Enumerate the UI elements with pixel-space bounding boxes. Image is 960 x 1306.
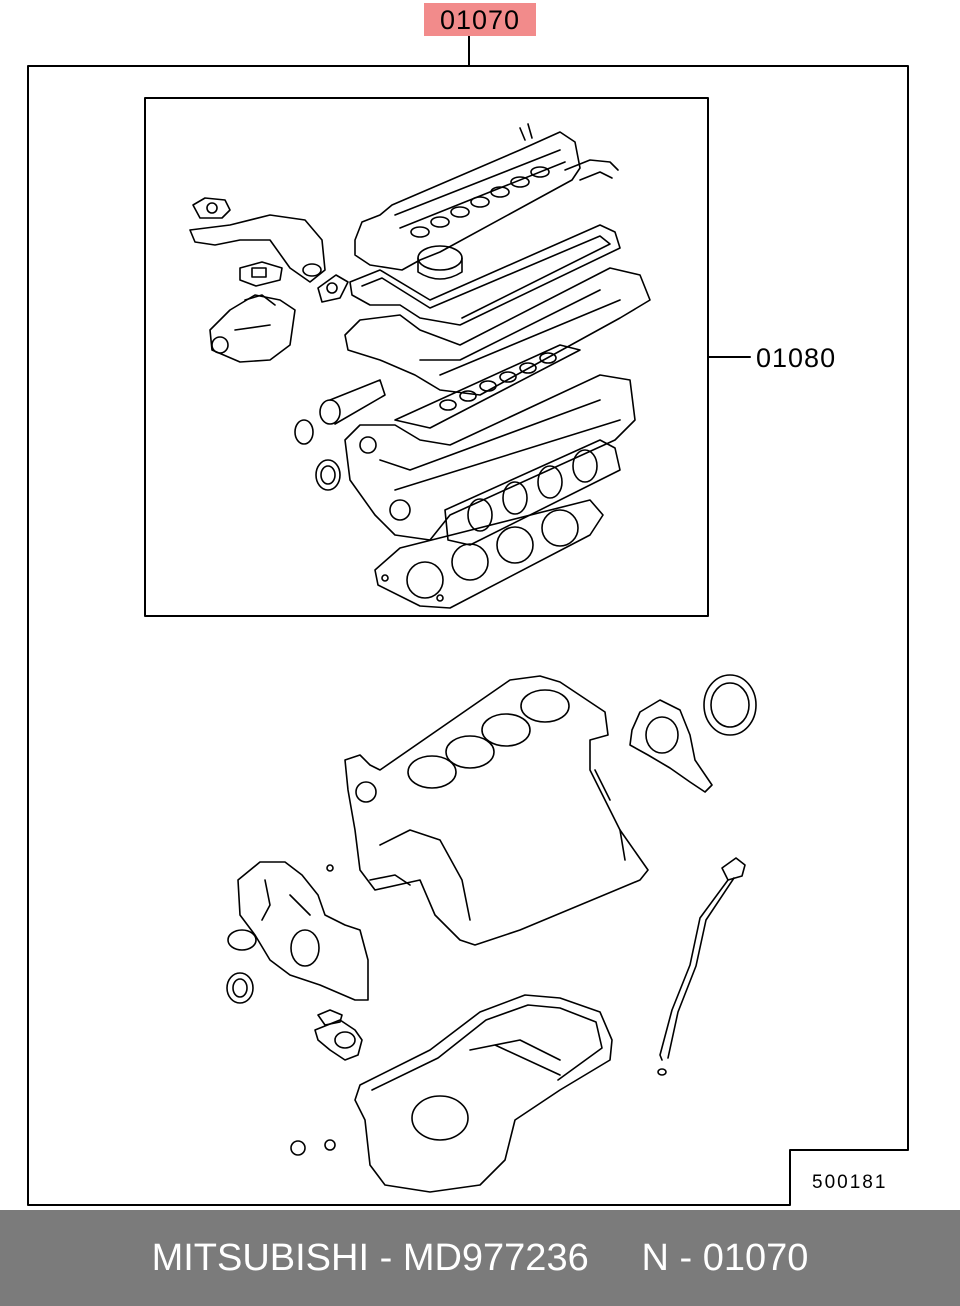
egr-assembly xyxy=(189,197,349,363)
part-number: MD977236 xyxy=(402,1236,589,1279)
callout-sub-label: 01080 xyxy=(756,343,837,373)
brand-name: MITSUBISHI xyxy=(151,1236,370,1279)
cylinder-head xyxy=(344,374,636,541)
rocker-cover-gasket xyxy=(349,224,621,326)
rocker-cover-ports xyxy=(410,166,550,238)
part-info-footer: MITSUBISHI - MD977236 N - 01070 xyxy=(0,1210,960,1306)
exploded-parts-diagram xyxy=(27,35,909,1206)
drawing-number: 500181 xyxy=(812,1172,888,1193)
rear-seal-housing xyxy=(629,674,757,793)
outer-frame xyxy=(27,65,909,1206)
callout-main-label: 01070 xyxy=(424,3,536,36)
intake-ports-upper xyxy=(439,352,557,411)
cylinder-head-group xyxy=(189,123,651,609)
camshaft-seals xyxy=(294,379,386,491)
engine-block-group xyxy=(226,674,757,1193)
front-case xyxy=(226,861,369,1004)
breather-pipe xyxy=(564,159,619,181)
oil-level-gauge xyxy=(657,857,746,1076)
cam-carrier xyxy=(344,267,651,396)
cylinder-bores xyxy=(407,689,570,789)
intake-gasket-strip xyxy=(394,344,581,429)
ref-number: 01070 xyxy=(702,1236,809,1279)
rocker-cover xyxy=(354,131,581,271)
separator: - xyxy=(369,1236,403,1279)
spacer xyxy=(589,1237,642,1280)
ref-prefix: N xyxy=(641,1236,669,1279)
separator: - xyxy=(668,1236,703,1279)
oil-pan xyxy=(290,994,613,1193)
cylinder-block xyxy=(344,675,649,946)
head-gasket xyxy=(374,499,604,609)
intake-manifold-gasket xyxy=(444,439,621,546)
oil-strainer xyxy=(314,1009,363,1061)
